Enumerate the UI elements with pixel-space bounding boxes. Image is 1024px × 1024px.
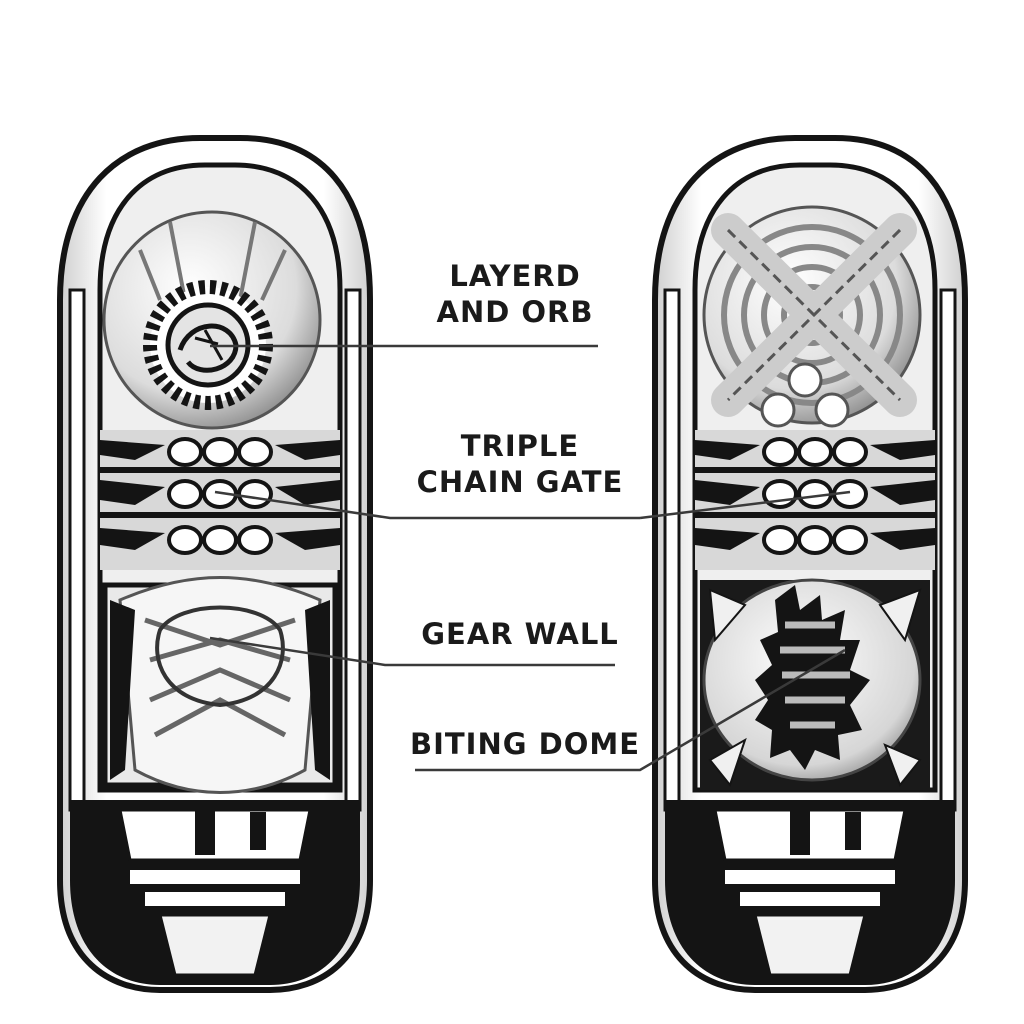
label-layered-orb-line1: LAYERD bbox=[449, 259, 581, 293]
label-biting-dome-text: BITING DOME bbox=[409, 727, 641, 761]
label-gear-wall-text: GEAR WALL bbox=[421, 617, 619, 651]
gear-wall bbox=[102, 576, 338, 794]
right-base-cap bbox=[665, 800, 955, 985]
label-triple-chain-gate-line1: TRIPLE bbox=[460, 429, 580, 463]
right-side-rail bbox=[344, 288, 362, 812]
left-base-cap bbox=[70, 800, 360, 985]
label-biting-dome: BITING DOME bbox=[405, 726, 645, 762]
label-triple-chain-gate: TRIPLE CHAIN GATE bbox=[405, 428, 635, 500]
left-side-rail bbox=[68, 288, 86, 812]
leader-lines bbox=[209, 344, 851, 772]
right-device-cutaway bbox=[652, 135, 968, 993]
leader-gear-wall bbox=[209, 636, 615, 667]
right-triple-chain-gate bbox=[695, 430, 935, 570]
leader-biting-dome bbox=[415, 648, 846, 772]
biting-dome bbox=[700, 578, 930, 790]
label-layered-orb: LAYERD AND ORB bbox=[420, 258, 610, 330]
leader-chain-gate-left bbox=[214, 490, 640, 520]
label-gear-wall: GEAR WALL bbox=[405, 616, 635, 652]
triple-chain-gate bbox=[100, 430, 340, 570]
label-triple-chain-gate-line2: CHAIN GATE bbox=[416, 465, 624, 499]
x-rib-orb bbox=[702, 205, 922, 428]
label-layered-orb-line2: AND ORB bbox=[436, 295, 594, 329]
left-device-cutaway bbox=[57, 135, 373, 993]
leader-chain-gate-right bbox=[639, 490, 851, 520]
